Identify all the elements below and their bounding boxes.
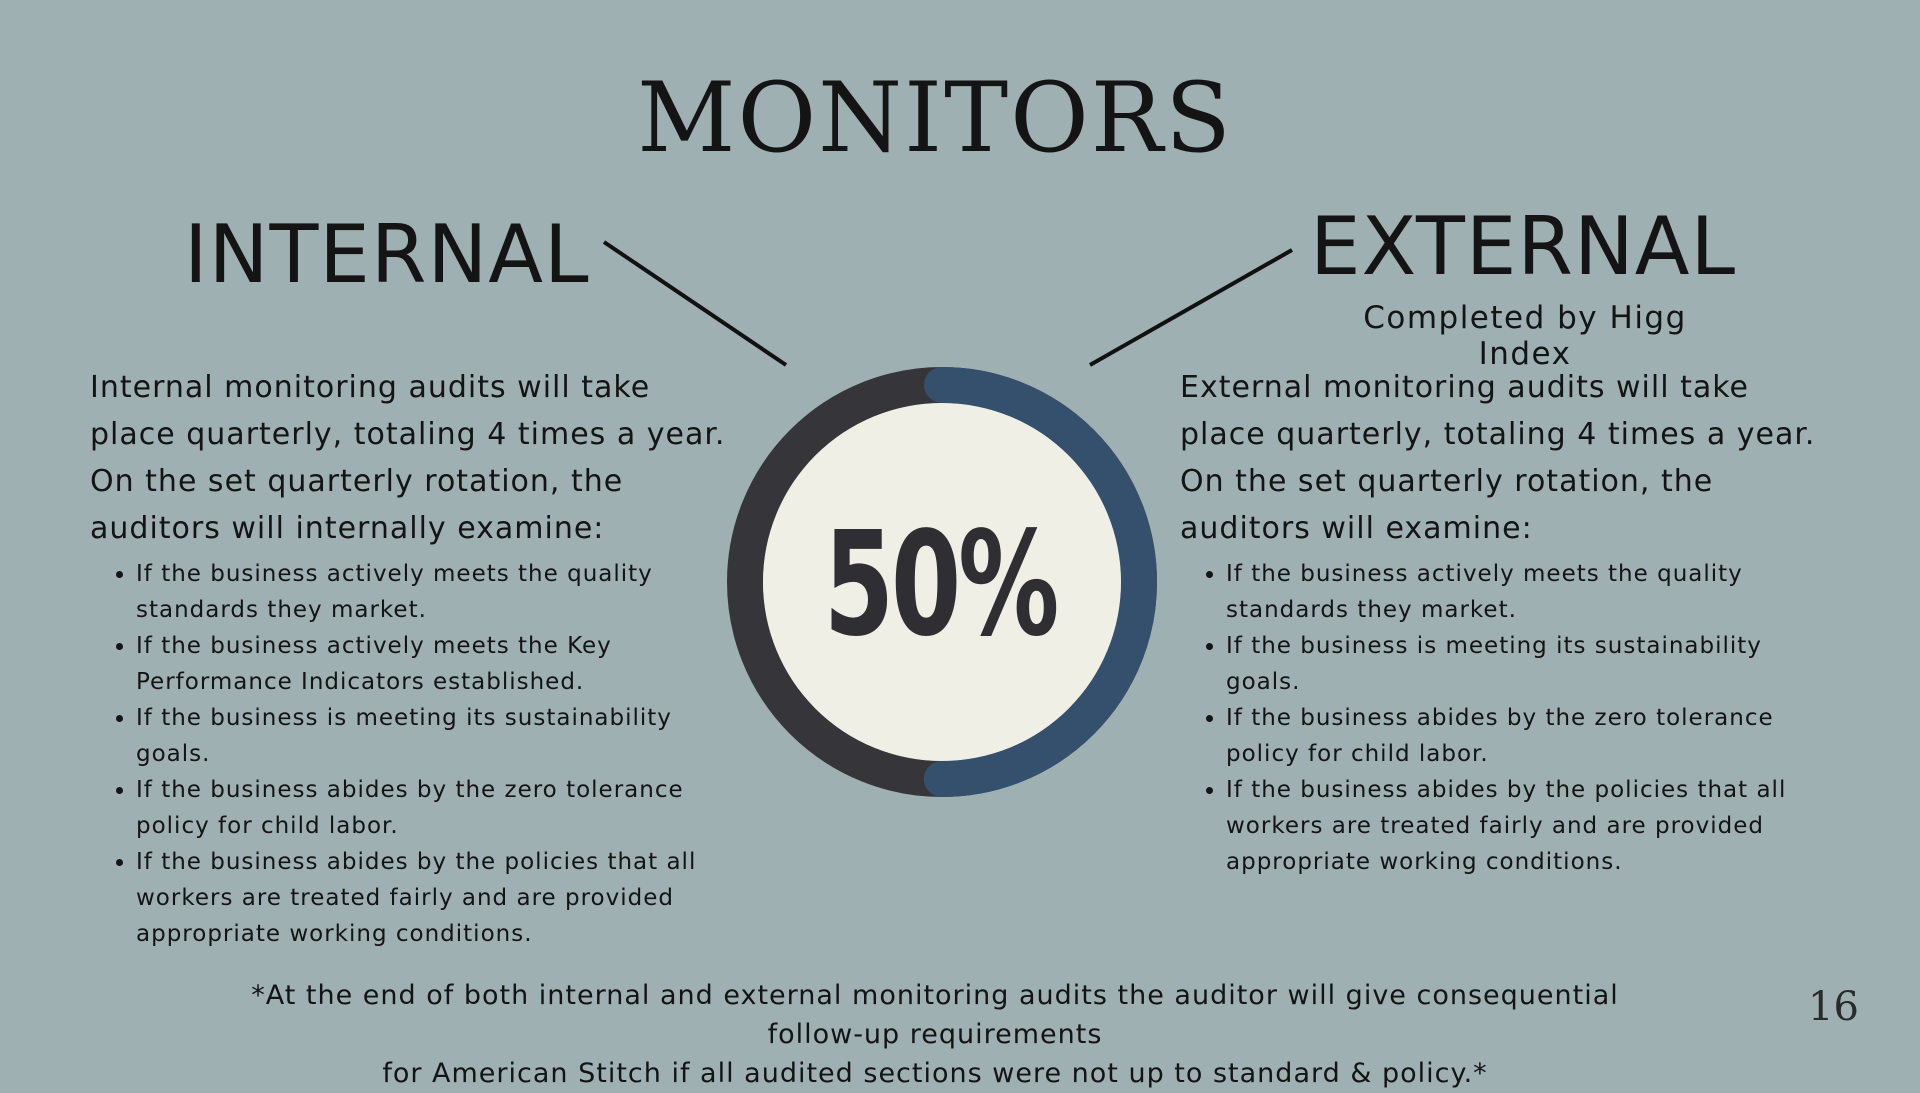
list-item: If the business abides by the policies t… [1226,772,1820,880]
external-heading: EXTERNAL [1310,200,1737,293]
footnote: *At the end of both internal and externa… [200,976,1670,1093]
list-item: If the business abides by the policies t… [136,844,730,952]
footnote-line-1: *At the end of both internal and externa… [251,980,1619,1050]
external-intro: External monitoring audits will take pla… [1180,370,1816,546]
list-item: If the business actively meets the Key P… [136,628,730,700]
list-item: If the business actively meets the quali… [1226,556,1820,628]
internal-column: Internal monitoring audits will take pla… [90,364,730,952]
slide-title: MONITORS [637,62,1233,174]
external-subheading: Completed by Higg Index [1363,300,1687,372]
percent-label: 50% [823,500,1060,668]
list-item: If the business actively meets the quali… [136,556,730,628]
external-column: External monitoring audits will take pla… [1180,364,1820,880]
page-number: 16 [1808,984,1859,1030]
list-item: If the business abides by the zero toler… [1226,700,1820,772]
external-bullet-list: If the business actively meets the quali… [1180,556,1820,880]
internal-bullet-list: If the business actively meets the quali… [90,556,730,952]
list-item: If the business abides by the zero toler… [136,772,730,844]
internal-intro: Internal monitoring audits will take pla… [90,370,726,546]
list-item: If the business is meeting its sustainab… [1226,628,1820,700]
internal-connector-line [602,240,788,367]
list-item: If the business is meeting its sustainab… [136,700,730,772]
footnote-line-2: for American Stitch if all audited secti… [382,1058,1488,1089]
internal-heading: INTERNAL [184,208,590,301]
external-connector-line [1089,248,1293,367]
